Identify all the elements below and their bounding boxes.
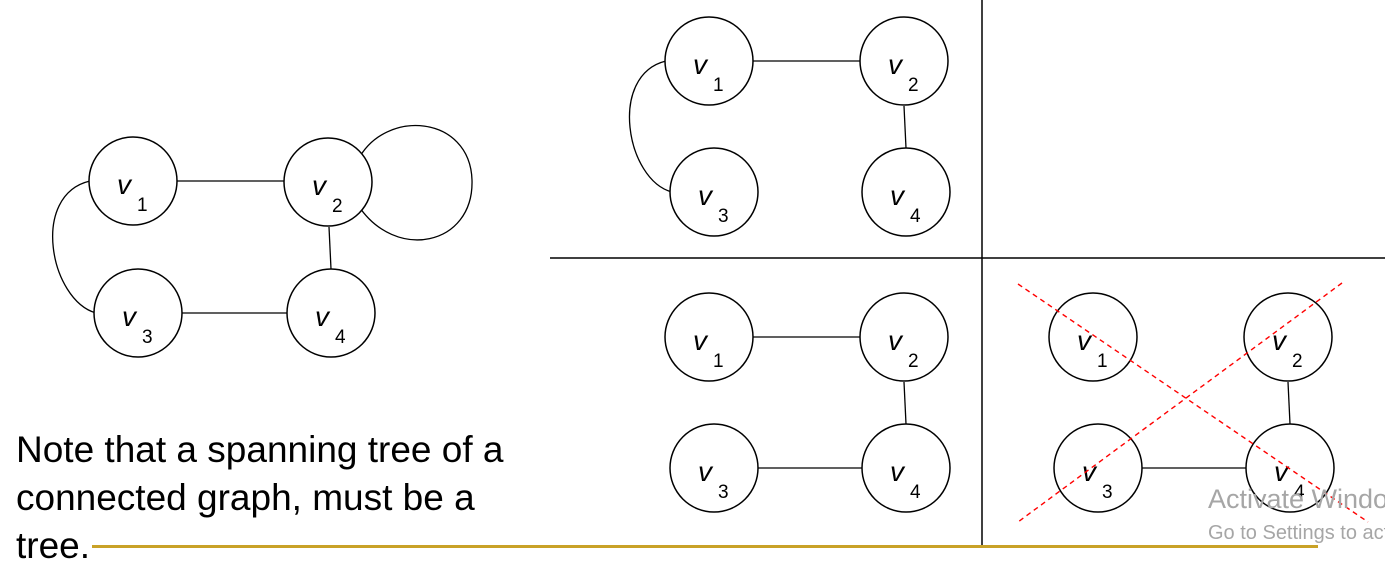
edge-v1-v3 [628, 60, 673, 193]
vertex-v2: v 2 [1243, 292, 1333, 382]
vertex-subscript: 2 [1292, 351, 1303, 372]
vertex-label: v [888, 325, 904, 356]
edge-v2-v4 [903, 381, 907, 425]
vertex-subscript: 1 [713, 351, 724, 372]
loop-v2 [357, 124, 473, 241]
vertex-label: v [315, 301, 331, 332]
vertex-v3: v 3 [669, 423, 759, 513]
vertex-subscript: 4 [1294, 482, 1305, 503]
vertex-subscript: 2 [908, 75, 919, 96]
vertex-subscript: 1 [713, 75, 724, 96]
vertex-label: v [1272, 325, 1288, 356]
footer-rule [92, 545, 1318, 548]
activation-watermark: Activate Windows Go to Settings to activ… [1208, 484, 1385, 554]
vertex-v1: v 1 [664, 16, 754, 106]
vertex-subscript: 3 [142, 327, 153, 348]
vertex-v4: v 4 [861, 423, 951, 513]
vertex-label: v [1274, 456, 1290, 487]
vertex-subscript: 4 [910, 206, 921, 227]
note-text: Note that a spanning tree of a connected… [16, 429, 504, 566]
vertex-label: v [122, 301, 138, 332]
edge-v2-v4 [903, 105, 907, 149]
vertex-v2: v 2 [859, 16, 949, 106]
rejected-graph: v 1 v 2 v 3 v 4 [1017, 282, 1369, 523]
vertex-label: v [1082, 456, 1098, 487]
vertex-v2: v 2 [859, 292, 949, 382]
vertex-subscript: 2 [332, 196, 343, 217]
vertex-subscript: 4 [910, 482, 921, 503]
vertex-label: v [698, 456, 714, 487]
vertex-label: v [693, 325, 709, 356]
vertex-label: v [698, 180, 714, 211]
vertex-subscript: 4 [335, 327, 346, 348]
vertex-label: v [117, 169, 133, 200]
vertex-label: v [890, 180, 906, 211]
vertex-label: v [888, 49, 904, 80]
vertex-v3: v 3 [93, 268, 183, 358]
vertex-subscript: 3 [1102, 482, 1113, 503]
vertex-subscript: 3 [718, 482, 729, 503]
edge-v2-v4 [328, 226, 332, 270]
vertex-v1: v 1 [1048, 292, 1138, 382]
watermark-subtitle: Go to Settings to activate Windows. [1208, 522, 1385, 544]
edge-v1-v3 [52, 180, 97, 314]
vertex-v1: v 1 [664, 292, 754, 382]
vertex-v3: v 3 [1053, 423, 1143, 513]
cross-out-line [1017, 282, 1343, 523]
vertex-v2: v 2 [283, 137, 373, 227]
vertex-label: v [890, 456, 906, 487]
vertex-subscript: 3 [718, 206, 729, 227]
edge-v2-v4 [1287, 381, 1291, 425]
vertex-subscript: 1 [1097, 351, 1108, 372]
vertex-v4: v 4 [1245, 423, 1335, 513]
spanning-tree-bottom: v 1 v 2 v 3 v 4 [664, 292, 951, 513]
vertex-subscript: 2 [908, 351, 919, 372]
vertex-subscript: 1 [137, 195, 148, 216]
cross-out-line [1017, 283, 1369, 523]
vertex-label: v [693, 49, 709, 80]
vertex-v1: v 1 [88, 136, 178, 226]
vertex-label: v [1077, 325, 1093, 356]
graph-original: v 1 v 2 v 3 v 4 [52, 124, 473, 358]
vertex-v4: v 4 [861, 147, 951, 237]
watermark-title: Activate Windows [1208, 484, 1385, 514]
vertex-label: v [312, 170, 328, 201]
spanning-tree-top: v 1 v 2 v 3 v 4 [628, 16, 951, 237]
vertex-v4: v 4 [286, 268, 376, 358]
vertex-v3: v 3 [669, 147, 759, 237]
